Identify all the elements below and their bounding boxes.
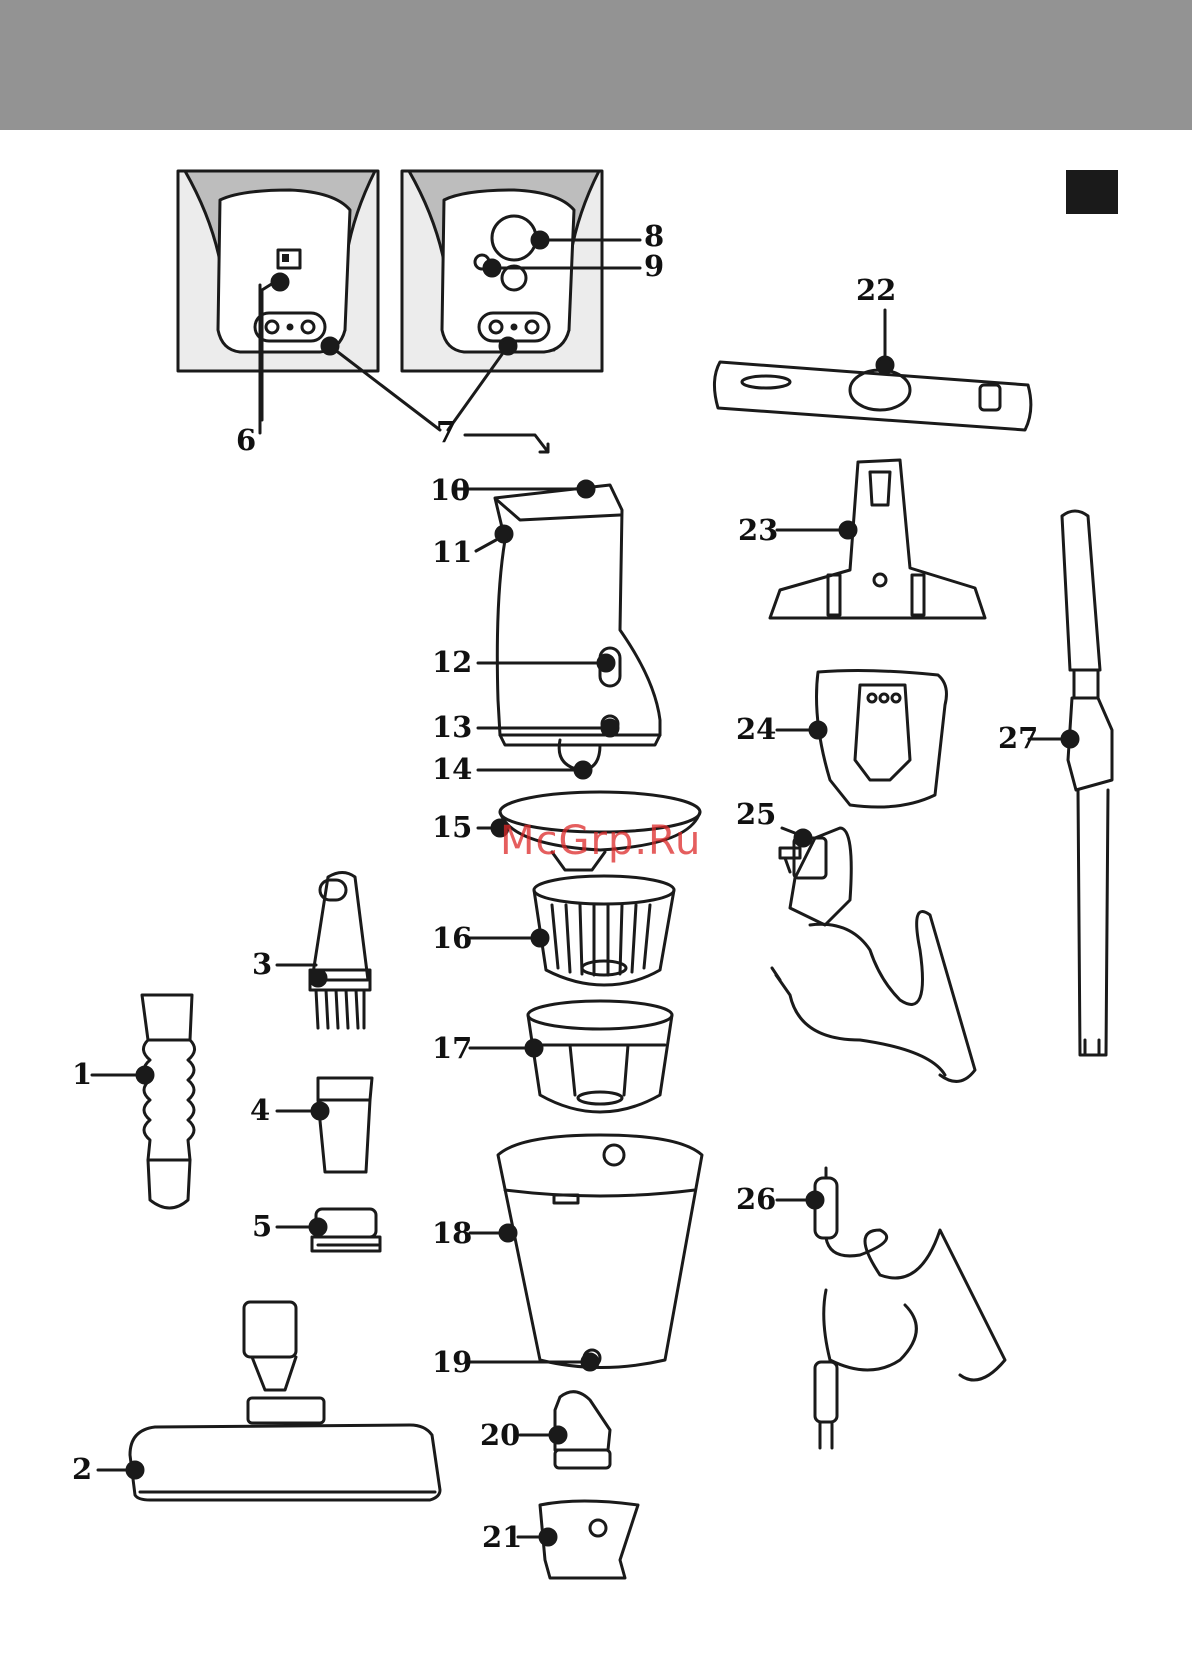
part-label-2: 2	[72, 1455, 92, 1484]
telescopic-tube	[1062, 511, 1112, 1055]
part-label-23: 23	[738, 516, 778, 545]
crevice-brush-tool	[310, 873, 370, 1029]
charging-stand	[817, 671, 947, 807]
part-label-20: 20	[480, 1421, 520, 1450]
part-label-1: 1	[72, 1060, 92, 1089]
part-label-26: 26	[736, 1185, 776, 1214]
part-label-24: 24	[736, 715, 776, 744]
extension-tube	[714, 362, 1030, 430]
part-label-19: 19	[432, 1348, 472, 1377]
part-label-11: 11	[432, 538, 472, 567]
cone-filter	[534, 876, 674, 985]
wall-mount	[770, 460, 985, 618]
part-label-13: 13	[432, 713, 472, 742]
part-label-18: 18	[432, 1219, 472, 1248]
part-label-9: 9	[644, 252, 664, 281]
inset-base-left	[178, 171, 378, 371]
charger-adapter	[772, 828, 975, 1081]
part-label-7: 7	[436, 418, 456, 447]
part-label-22: 22	[856, 276, 896, 305]
part-label-5: 5	[252, 1212, 272, 1241]
filter-holder	[528, 1001, 672, 1112]
part-label-17: 17	[432, 1034, 472, 1063]
floor-nozzle	[130, 1302, 440, 1500]
part-label-14: 14	[432, 755, 472, 784]
part-label-25: 25	[736, 800, 776, 829]
car-charger	[815, 1168, 1005, 1448]
arrow-icon	[465, 435, 548, 452]
part-label-12: 12	[432, 648, 472, 677]
part-label-27: 27	[998, 724, 1038, 753]
part-label-8: 8	[644, 222, 664, 251]
dust-container	[498, 1135, 702, 1368]
part-label-4: 4	[250, 1096, 270, 1125]
small-nozzle	[318, 1078, 372, 1172]
part-label-21: 21	[482, 1523, 522, 1552]
part-label-10: 10	[430, 476, 470, 505]
part-label-3: 3	[252, 950, 272, 979]
watermark: McGrp.Ru	[500, 818, 701, 864]
part-label-16: 16	[432, 924, 472, 953]
flexible-nozzle	[142, 995, 195, 1208]
part-label-6: 6	[236, 426, 256, 455]
part-label-15: 15	[432, 813, 472, 842]
